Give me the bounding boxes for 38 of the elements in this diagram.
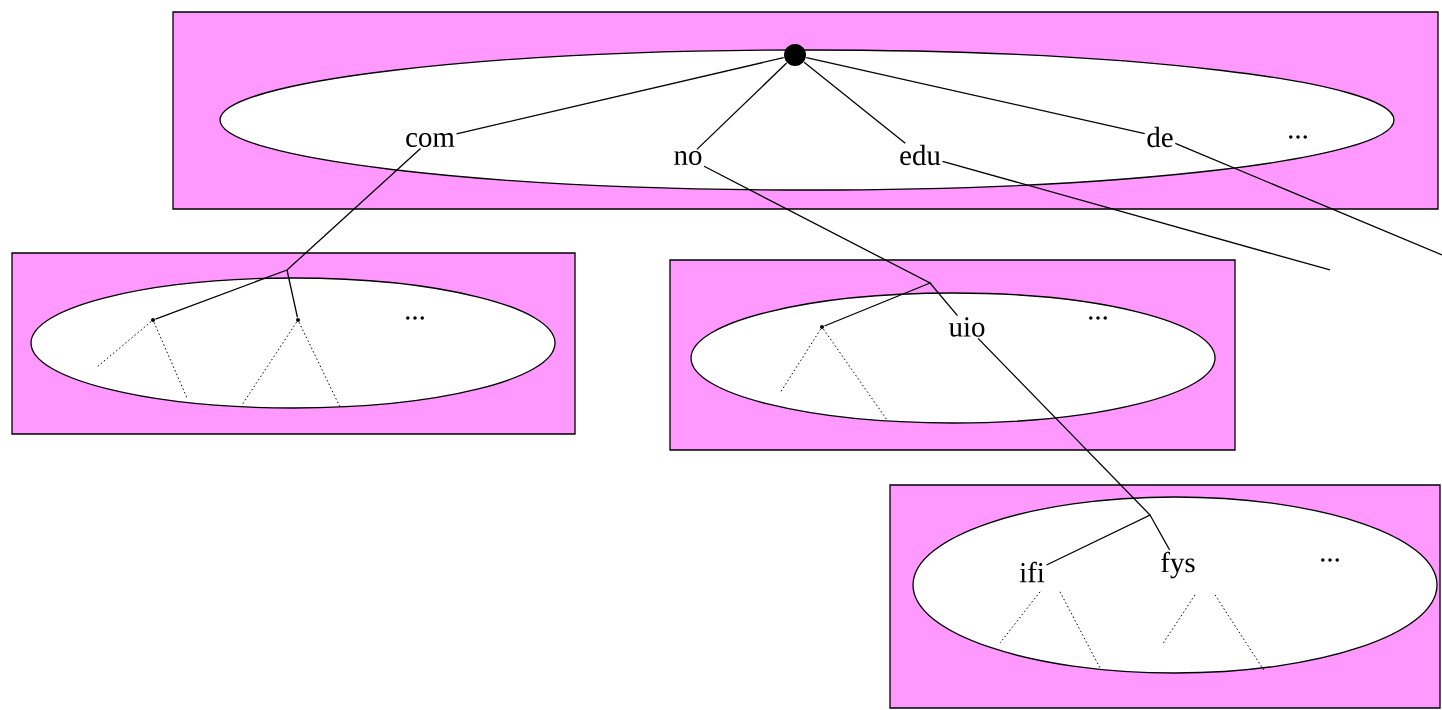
tree-line — [803, 61, 906, 144]
tree-ellipse — [30, 277, 556, 409]
tree-line — [977, 337, 1171, 566]
domain-label: de — [1147, 126, 1173, 148]
subtree-line — [999, 591, 1041, 644]
tree-line — [154, 147, 422, 320]
subtree-line — [96, 321, 152, 368]
tree-line — [696, 62, 788, 151]
ellipsis-label: ... — [1289, 135, 1307, 139]
subtree-line — [1214, 594, 1266, 673]
subtree-line — [1059, 591, 1101, 669]
subtree-line — [823, 328, 888, 421]
tree-line — [941, 160, 1331, 271]
ellipsis-label: ... — [1089, 316, 1107, 320]
domain-label: ifi — [1019, 561, 1045, 583]
ellipsis-label: ... — [406, 316, 424, 320]
tree-line — [1174, 142, 1442, 256]
subtree-line — [1161, 594, 1196, 646]
tree-ellipse — [219, 49, 1395, 191]
tree-line — [805, 56, 1146, 135]
domain-label: uio — [948, 317, 985, 337]
subtree-line — [298, 321, 341, 408]
domain-label: no — [674, 151, 702, 165]
tree-line — [455, 57, 785, 135]
branch-point — [151, 318, 155, 322]
ellipsis-label: ... — [1321, 558, 1339, 562]
subtree-line — [241, 321, 298, 406]
branch-point — [820, 325, 824, 329]
domain-label: com — [406, 133, 455, 147]
tree-line — [703, 165, 959, 327]
branch-point — [296, 318, 300, 322]
subtree-line — [779, 328, 822, 394]
root-dot — [784, 44, 806, 66]
domain-label: edu — [900, 144, 941, 166]
subtree-line — [153, 321, 188, 399]
tree-ellipse — [690, 292, 1216, 424]
domain-label: fys — [1161, 551, 1195, 579]
tree-ellipse — [912, 496, 1438, 674]
